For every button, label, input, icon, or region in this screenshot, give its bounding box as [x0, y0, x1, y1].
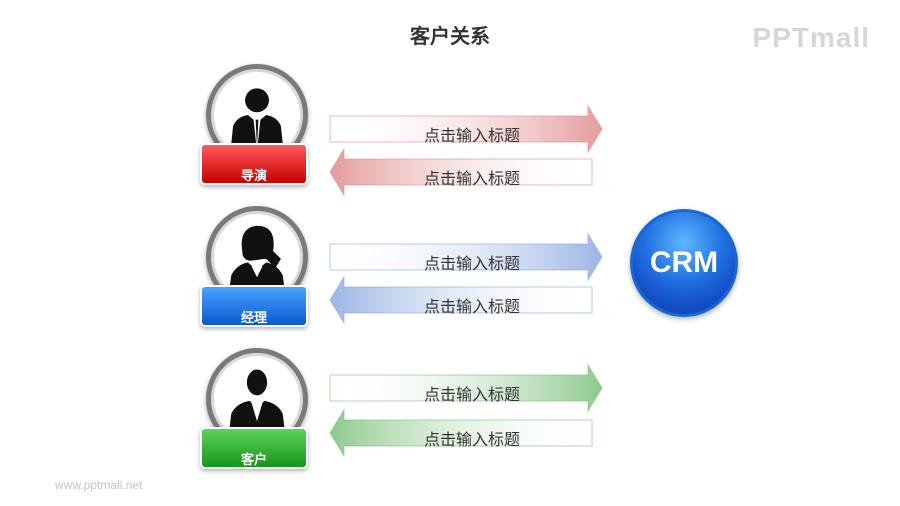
arrow-label[interactable]: 点击输入标题 [423, 254, 520, 273]
role-label-customer: 客户 [200, 427, 308, 469]
page-title: 客户关系 [410, 24, 490, 48]
brand-logo: PPTmall [752, 22, 870, 53]
arrow-label[interactable]: 点击输入标题 [423, 126, 520, 145]
role-label-director: 导演 [200, 143, 308, 185]
arrow-label[interactable]: 点击输入标题 [423, 385, 520, 404]
arrow-label[interactable]: 点击输入标题 [423, 297, 520, 316]
role-label-manager: 经理 [200, 285, 308, 327]
arrow-label[interactable]: 点击输入标题 [423, 169, 520, 188]
footer-url: www.pptmall.net [55, 478, 143, 492]
crm-circle: CRM [630, 209, 738, 317]
arrow-label[interactable]: 点击输入标题 [423, 430, 520, 449]
